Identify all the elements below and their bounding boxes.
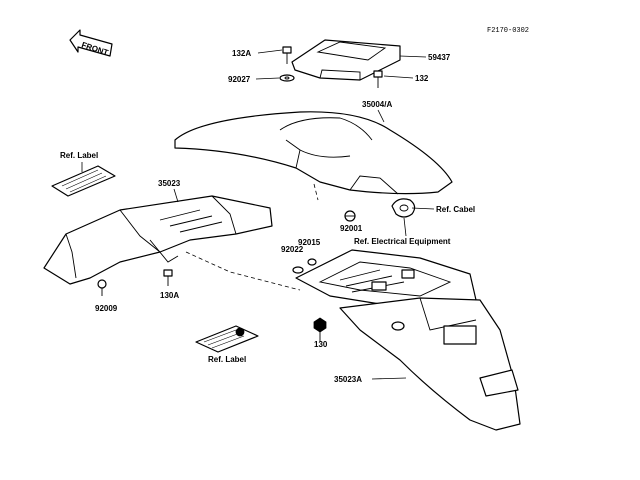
ref-label-bottom: Ref. Label [208, 355, 246, 364]
ref-label-top: Ref. Label [60, 151, 98, 160]
label-130a: 130A [160, 291, 179, 300]
ref-electrical-label: Ref. Electrical Equipment [354, 237, 451, 246]
label-132: 132 [415, 74, 429, 83]
washer-92027 [279, 74, 295, 82]
rear-fender-part [339, 297, 521, 431]
label-92027: 92027 [228, 75, 251, 84]
nut-92015 [307, 258, 317, 266]
label-132a: 132A [232, 49, 251, 58]
bolt-92009 [97, 279, 107, 296]
inner-fender-part [43, 195, 273, 285]
label-92009: 92009 [95, 304, 118, 313]
grommet-92001 [344, 210, 356, 222]
label-35023: 35023 [158, 179, 181, 188]
cable-clamp-part [391, 198, 416, 218]
seat-bracket-part [291, 39, 401, 81]
washer-92022 [292, 266, 304, 274]
drawing-code: F2170-0302 [487, 27, 529, 35]
label-sticker-top [51, 165, 116, 197]
label-92022: 92022 [281, 245, 304, 254]
bolt-132a [282, 46, 292, 64]
label-59437: 59437 [428, 53, 451, 62]
front-arrow-icon: FRONT [69, 29, 113, 57]
label-92001: 92001 [340, 224, 363, 233]
label-92015: 92015 [298, 238, 321, 247]
fender-bracket-part [295, 249, 477, 313]
label-35023a: 35023A [334, 375, 362, 384]
label-35004a: 35004/A [362, 100, 392, 109]
label-130: 130 [314, 340, 328, 349]
ref-cabel-label: Ref. Cabel [436, 205, 475, 214]
bolt-130 [313, 317, 327, 342]
label-sticker-bottom [195, 325, 259, 353]
bolt-130a [163, 269, 173, 286]
rear-cover-part [174, 111, 453, 195]
bolt-132 [373, 70, 383, 88]
